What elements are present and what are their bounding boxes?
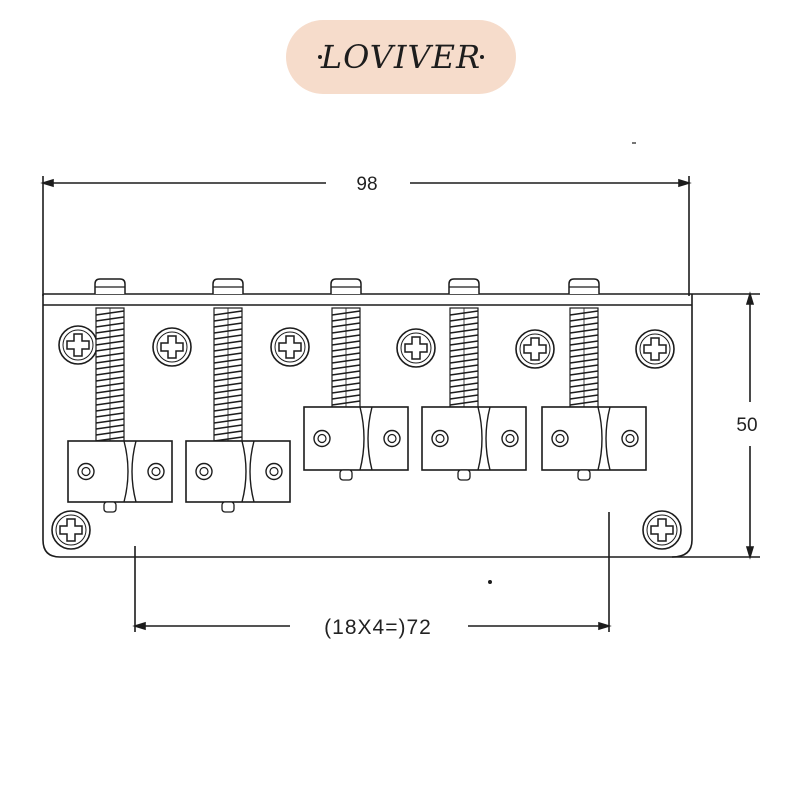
height-dimension-label: 50 (736, 415, 757, 436)
height-dimension (672, 291, 760, 560)
saddle-block (185, 440, 291, 513)
spring-coil (569, 307, 599, 408)
saddle-block (541, 406, 647, 481)
saddle-block (67, 440, 173, 513)
saddle-block (303, 406, 409, 481)
phillips-screw-icon (396, 328, 436, 368)
intonation-screw-head (448, 278, 480, 294)
logo-dot-right (480, 55, 484, 59)
phillips-screw-icon (642, 510, 682, 550)
spring-coil (449, 307, 479, 408)
logo-dot-left (318, 55, 322, 59)
mounting-screws (51, 325, 682, 550)
saddle-assembly (303, 278, 409, 481)
phillips-screw-icon (270, 327, 310, 367)
brand-logo-text: LOVIVER (320, 38, 482, 76)
phillips-screw-icon (515, 329, 555, 369)
saddle-spacing-dimension (132, 512, 612, 632)
saddle-assembly (185, 278, 291, 513)
spacing-dimension-label: (18X4=)72 (324, 616, 432, 639)
saddle-assembly (421, 278, 527, 481)
saddle-block (421, 406, 527, 481)
phillips-screw-icon (152, 327, 192, 367)
saddle-assembly (541, 278, 647, 481)
brand-logo: LOVIVER (286, 20, 516, 94)
width-dimension (40, 176, 692, 296)
spring-coil (95, 307, 125, 442)
intonation-screw-head (212, 278, 244, 294)
intonation-screw-head (330, 278, 362, 294)
saddle-assemblies (67, 278, 647, 513)
phillips-screw-icon (51, 510, 91, 550)
saddle-assembly (67, 278, 173, 513)
phillips-screw-icon (58, 325, 98, 365)
intonation-screw-head (94, 278, 126, 294)
width-dimension-label: 98 (356, 174, 377, 195)
intonation-screw-head (568, 278, 600, 294)
spring-coil (213, 307, 243, 442)
spring-coil (331, 307, 361, 408)
phillips-screw-icon (635, 329, 675, 369)
